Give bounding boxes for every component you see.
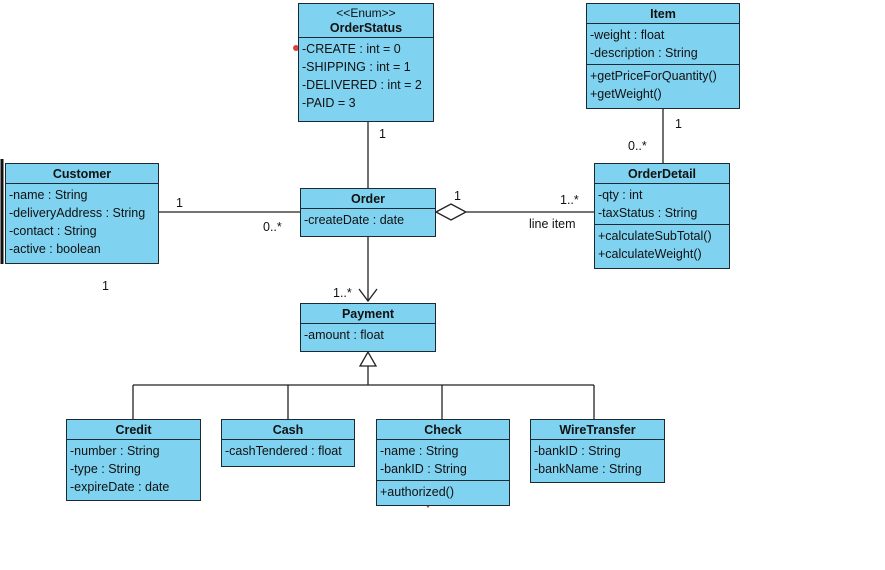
attribute: -SHIPPING : int = 1 [302,60,411,74]
class-name: Item [650,7,676,21]
multiplicity-order-detail-right: 1..* [560,193,579,207]
attributes-section: -name : String -deliveryAddress : String… [6,184,158,260]
operations-section: +getPriceForQuantity() +getWeight() [587,65,739,105]
attribute: -bankName : String [534,462,642,476]
role-label-line-item: line item [529,217,576,231]
attribute: -amount : float [304,328,384,342]
class-header: Credit [67,420,200,440]
operations-section: +calculateSubTotal() +calculateWeight() [595,225,729,265]
attribute: -contact : String [9,224,97,238]
attributes-section: -createDate : date [301,209,435,231]
multiplicity-customer-below: 1 [102,279,109,293]
attribute: -name : String [380,444,459,458]
attribute: -PAID = 3 [302,96,356,110]
class-name: Order [350,192,386,206]
operation: +getPriceForQuantity() [590,69,717,83]
class-header: Order [301,189,435,209]
attributes-section: -CREATE : int = 0 -SHIPPING : int = 1 -D… [299,38,433,114]
attribute: -CREATE : int = 0 [302,42,401,56]
class-name: Credit [115,423,152,437]
open-arrowhead [358,288,378,303]
class-header: Cash [222,420,354,440]
attributes-section: -number : String -type : String -expireD… [67,440,200,498]
multiplicity-item-detail-top: 1 [675,117,682,131]
class-header: <<Enum>> OrderStatus [299,4,433,38]
class-wire-transfer[interactable]: WireTransfer -bankID : String -bankName … [530,419,665,483]
attributes-section: -bankID : String -bankName : String [531,440,664,480]
attribute: -name : String [9,188,88,202]
operation: +getWeight() [590,87,662,101]
class-customer[interactable]: Customer -name : String -deliveryAddress… [5,163,159,264]
class-header: OrderDetail [595,164,729,184]
class-cash[interactable]: Cash -cashTendered : float [221,419,355,467]
aggregation-diamond [434,203,468,221]
attributes-section: -weight : float -description : String [587,24,739,65]
multiplicity-customer-order-right: 0..* [263,220,282,234]
operations-section: +authorized() [377,481,509,503]
class-order-status[interactable]: <<Enum>> OrderStatus -CREATE : int = 0 -… [298,3,434,122]
generalization-triangle [358,350,378,367]
attribute: -qty : int [598,188,643,202]
attribute: -cashTendered : float [225,444,342,458]
attribute: -description : String [590,46,698,60]
class-header: Payment [301,304,435,324]
attributes-section: -cashTendered : float [222,440,354,462]
attribute: -bankID : String [380,462,467,476]
attribute: -expireDate : date [70,480,170,494]
operation: +calculateSubTotal() [598,229,712,243]
class-credit[interactable]: Credit -number : String -type : String -… [66,419,201,501]
class-item[interactable]: Item -weight : float -description : Stri… [586,3,740,109]
class-name: Payment [341,307,395,321]
multiplicity-customer-order-left: 1 [176,196,183,210]
class-name: OrderStatus [329,21,403,35]
red-marker-create [293,45,299,51]
attribute: -active : boolean [9,242,101,256]
class-header: WireTransfer [531,420,664,440]
operation: +calculateWeight() [598,247,702,261]
multiplicity-item-detail-bottom: 0..* [628,139,647,153]
attribute: -DELIVERED : int = 2 [302,78,422,92]
attributes-section: -name : String -bankID : String [377,440,509,481]
class-check[interactable]: Check -name : String -bankID : String +a… [376,419,510,506]
attribute: -type : String [70,462,141,476]
class-header: Customer [6,164,158,184]
class-name: Check [424,423,462,437]
class-order-detail[interactable]: OrderDetail -qty : int -taxStatus : Stri… [594,163,730,269]
class-name: Customer [52,167,112,181]
class-header: Check [377,420,509,440]
class-name: WireTransfer [559,423,636,437]
attribute: -weight : float [590,28,665,42]
multiplicity-status-order: 1 [379,127,386,141]
multiplicity-order-payment: 1..* [333,286,352,300]
attribute: -number : String [70,444,160,458]
attribute: -deliveryAddress : String [9,206,146,220]
class-order[interactable]: Order -createDate : date [300,188,436,237]
attributes-section: -qty : int -taxStatus : String [595,184,729,225]
attributes-section: -amount : float [301,324,435,346]
multiplicity-order-detail-left: 1 [454,189,461,203]
class-payment[interactable]: Payment -amount : float [300,303,436,352]
class-name: Cash [272,423,304,437]
class-name: OrderDetail [627,167,697,181]
attribute: -createDate : date [304,213,405,227]
attribute: -bankID : String [534,444,621,458]
attribute: -taxStatus : String [598,206,698,220]
operation: +authorized() [380,485,454,499]
class-header: Item [587,4,739,24]
stereotype-label: <<Enum>> [336,6,396,20]
